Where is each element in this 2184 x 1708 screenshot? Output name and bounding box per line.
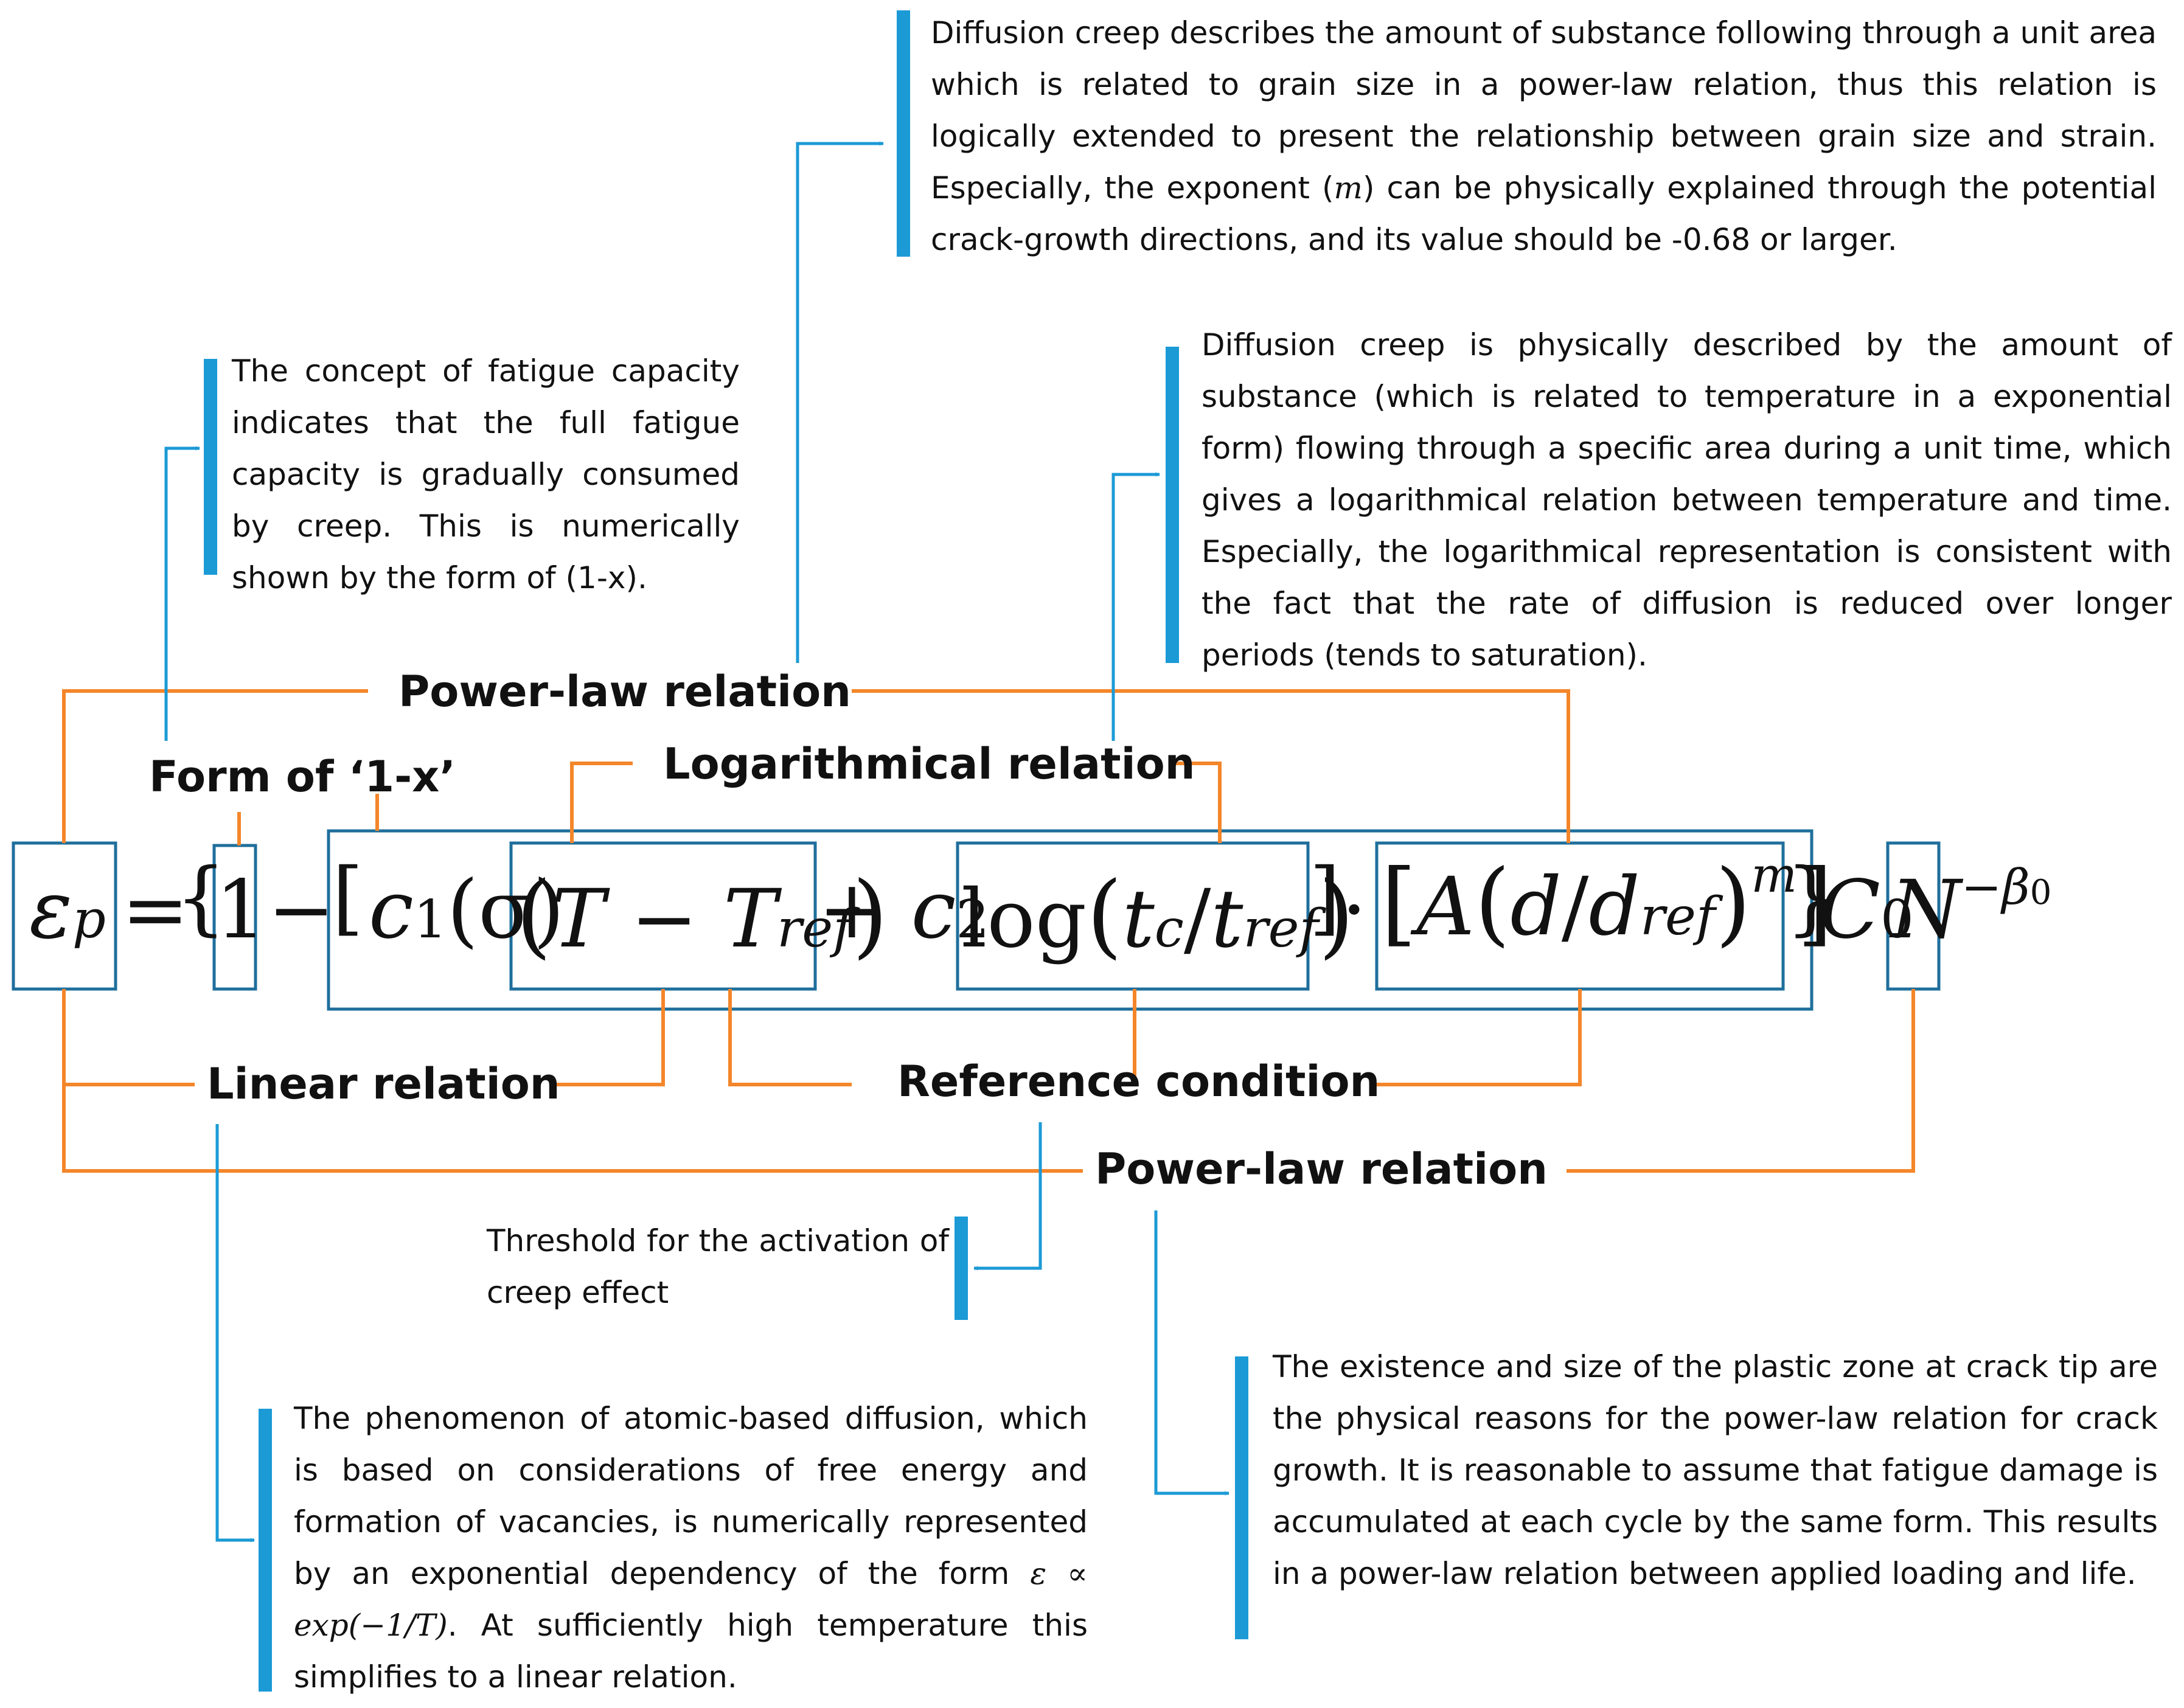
- equation-minus: −: [268, 863, 335, 957]
- log-bracket: [570, 762, 633, 843]
- note-fatigue-capacity: The concept of fatigue capacity indicate…: [232, 353, 740, 595]
- equation-grain-term: [A(d/dref)m]: [1381, 847, 1833, 956]
- label-form-1x: Form of ‘1-x’: [149, 752, 456, 802]
- reference-bracket: [728, 989, 852, 1086]
- blue-arrows: [164, 141, 1229, 1543]
- equation-c0: C0: [1819, 863, 1914, 957]
- equation-c1-sigma: c1(σ): [369, 863, 565, 957]
- equation-brace-open: {: [175, 851, 226, 945]
- power-law-bottom-bracket: [62, 1085, 1083, 1173]
- linear-bracket: [62, 989, 195, 1086]
- label-logarithmical: Logarithmical relation: [663, 739, 1195, 789]
- box-one: [212, 844, 257, 991]
- equation-log-term: log(tc/tref): [961, 863, 1354, 968]
- equation-temperature-term: (T − Tref): [516, 863, 888, 968]
- note-diffusion-temperature: Diffusion creep is physically described …: [1202, 327, 2172, 673]
- equation-one: 1: [215, 863, 266, 957]
- label-power-law-bottom: Power-law relation: [1095, 1144, 1548, 1194]
- note-threshold: Threshold for the activation of creep ef…: [487, 1223, 949, 1310]
- note-atomic-diffusion: The phenomenon of atomic-based diffusion…: [294, 1401, 1088, 1695]
- equation-epsilon: εp: [29, 863, 106, 957]
- equation-brace-close: }: [1786, 851, 1837, 945]
- equation-bracket-open: [: [332, 851, 364, 945]
- note-bars: [204, 10, 1248, 1692]
- power-law-top-bracket: [62, 689, 368, 843]
- equation-equals: =: [122, 863, 189, 957]
- note-plastic-zone: The existence and size of the plastic zo…: [1273, 1349, 2158, 1591]
- equation-n-power: N−β0: [1891, 859, 2052, 957]
- label-reference: Reference condition: [897, 1057, 1380, 1106]
- equation-dot: ·: [1341, 863, 1367, 957]
- note-diffusion-grain: Diffusion creep describes the amount of …: [931, 15, 2157, 257]
- equation-bracket-close: ]: [1309, 851, 1341, 945]
- label-power-law-top: Power-law relation: [398, 667, 851, 717]
- equation-plus-c2: + c2: [818, 863, 990, 957]
- label-linear: Linear relation: [207, 1059, 560, 1109]
- orange-lines: [62, 689, 1915, 1173]
- box-bracket: [327, 829, 1814, 1011]
